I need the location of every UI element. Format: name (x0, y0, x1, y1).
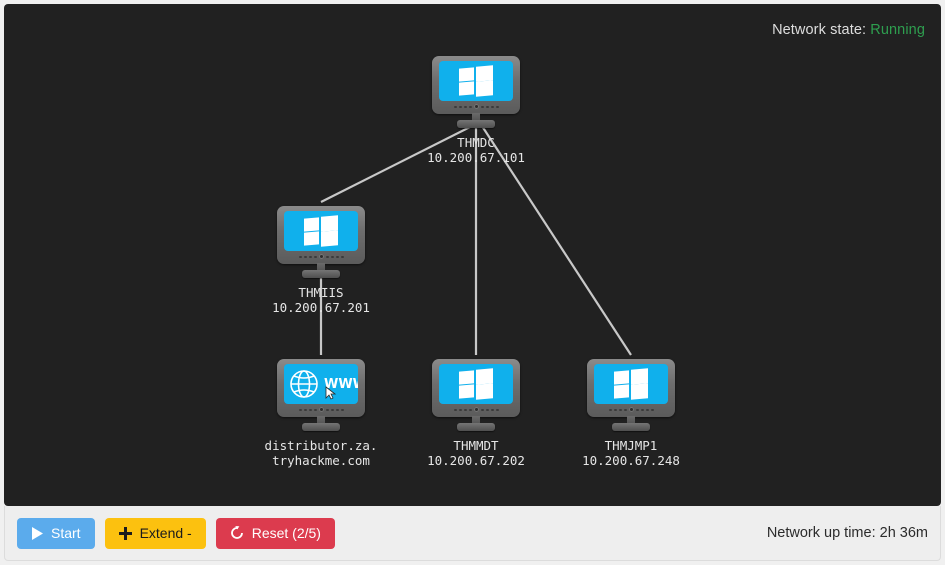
node-thmmdt[interactable]: THMMDT 10.200.67.202 (391, 359, 561, 468)
footer-toolbar: Start Extend - Reset ( (4, 506, 941, 561)
windows-monitor-icon (432, 359, 520, 433)
node-label-distributor: distributor.za. tryhackme.com (264, 438, 378, 468)
windows-logo-icon (614, 367, 648, 400)
svg-text:WWW: WWW (324, 377, 358, 392)
windows-monitor-icon (432, 56, 520, 130)
node-label-thmdc: THMDC 10.200.67.101 (427, 135, 525, 165)
network-state-label: Network state: (772, 22, 867, 38)
windows-logo-icon (459, 367, 493, 400)
node-thmdc[interactable]: THMDC 10.200.67.101 (391, 56, 561, 165)
edge-thmdc-thmiis (320, 125, 473, 203)
topology-canvas: Network state: Running THM (4, 4, 941, 506)
start-button-label: Start (51, 525, 81, 541)
node-label-thmiis: THMIIS 10.200.67.201 (272, 285, 370, 315)
plus-icon (118, 526, 132, 540)
node-label-thmmdt: THMMDT 10.200.67.202 (427, 438, 525, 468)
extend-button[interactable]: Extend - (104, 517, 206, 549)
network-uptime: Network up time: 2h 36m (766, 525, 928, 541)
edge-thmdc-thmjmp1 (481, 125, 632, 356)
node-label-thmjmp1: THMJMP1 10.200.67.248 (582, 438, 680, 468)
node-thmjmp1[interactable]: THMJMP1 10.200.67.248 (546, 359, 716, 468)
topology-edges (319, 125, 632, 356)
network-state-value: Running (870, 22, 925, 38)
play-icon (31, 526, 43, 540)
reset-button-label: Reset (2/5) (251, 525, 321, 541)
windows-logo-icon (304, 214, 338, 247)
node-thmiis[interactable]: THMIIS 10.200.67.201 (236, 206, 406, 315)
extend-button-label: Extend - (139, 525, 192, 541)
start-button[interactable]: Start (17, 517, 95, 549)
action-buttons: Start Extend - Reset ( (17, 517, 335, 549)
network-state: Network state: Running (772, 22, 925, 38)
reset-button[interactable]: Reset (2/5) (215, 517, 335, 549)
windows-monitor-icon (277, 206, 365, 280)
windows-monitor-icon (587, 359, 675, 433)
globe-www-icon: WWW (290, 370, 358, 400)
windows-logo-icon (459, 64, 493, 97)
web-monitor-icon: WWW (277, 359, 365, 433)
node-distributor[interactable]: WWW distributor.za. tryhackme.com (236, 359, 406, 468)
refresh-icon (230, 526, 244, 540)
cursor-icon (325, 386, 337, 400)
